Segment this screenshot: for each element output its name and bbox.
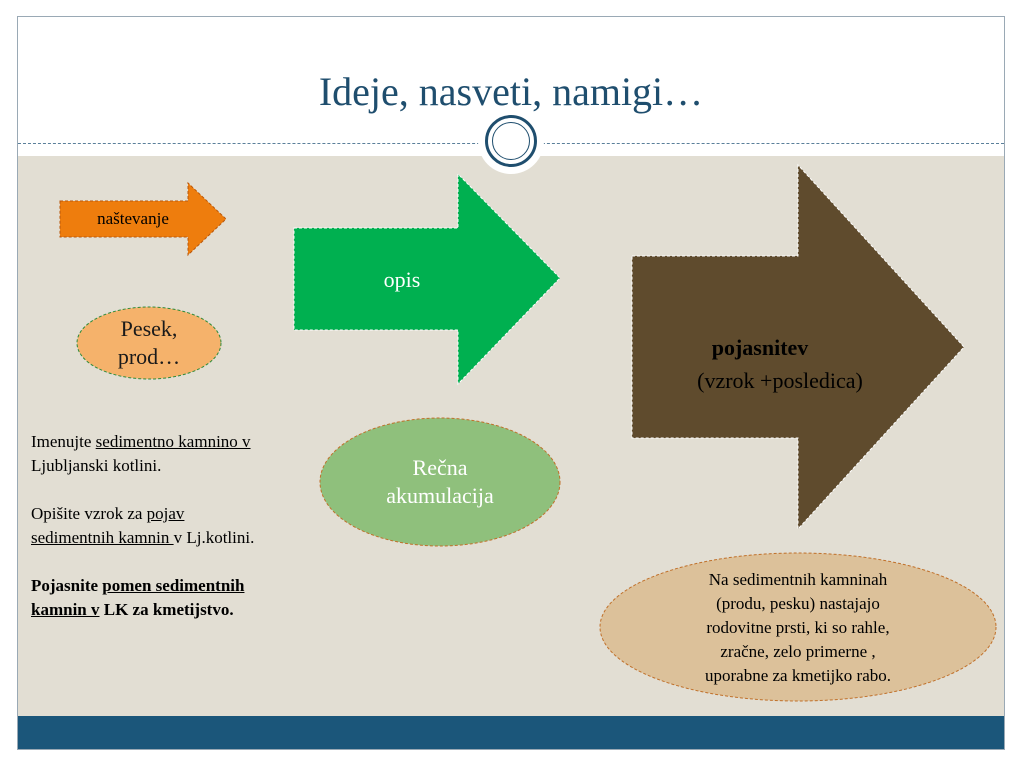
recna-ellipse: Rečna akumulacija [318, 416, 562, 548]
pesek-label-line1: Pesek, [120, 316, 178, 341]
nastevanje-label: naštevanje [97, 209, 169, 228]
pojasnitev-arrow: pojasnitev (vzrok +posledica) [630, 163, 968, 531]
recna-label-line2: akumulacija [386, 483, 494, 508]
divider-ornament-inner-ring [492, 122, 530, 160]
opis-label: opis [383, 267, 421, 292]
pesek-label-line2: prod… [117, 344, 181, 369]
task-3-underlined: pomen sedimentnih kamnin v [31, 576, 245, 619]
slide-title: Ideje, nasveti, namigi… [318, 69, 704, 114]
pojasnitev-subtitle: (vzrok +posledica) [697, 368, 863, 393]
divider-ornament-ring-icon [485, 115, 537, 167]
answer-line-5: uporabne za kmetijko rabo. [705, 666, 891, 685]
answer-ellipse-shape [599, 552, 997, 702]
task-1-lead: Imenujte [31, 432, 96, 451]
task-1: Imenujte sedimentno kamnino v Ljubljansk… [31, 430, 271, 478]
answer-line-3: rodovitne prsti, ki so rahle, [706, 618, 890, 637]
nastevanje-arrow: naštevanje [58, 181, 228, 257]
answer-ellipse: Na sedimentnih kamninah (produ, pesku) n… [598, 551, 998, 703]
opis-arrow: opis [292, 172, 564, 386]
answer-line-1: Na sedimentnih kamninah [708, 570, 888, 589]
task-2-lead: Opišite vzrok za [31, 504, 147, 523]
answer-line-4: zračne, zelo primerne , [720, 642, 876, 661]
task-2-tail: v Lj.kotlini. [173, 528, 255, 547]
task-3-tail: LK za kmetijstvo. [99, 600, 234, 619]
pesek-ellipse-shape [76, 306, 222, 380]
task-1-tail: Ljubljanski kotlini. [31, 456, 162, 475]
pesek-ellipse: Pesek, prod… [75, 305, 223, 381]
recna-ellipse-shape [319, 417, 561, 547]
task-2-underlined: pojav sedimentnih kamnin [31, 504, 185, 547]
pojasnitev-title: pojasnitev [711, 335, 809, 360]
task-3: Pojasnite pomen sedimentnih kamnin v LK … [31, 574, 271, 622]
footer-bar [18, 716, 1004, 749]
pojasnitev-arrow-shape [631, 163, 965, 531]
task-1-underlined: sedimentno kamnino v [95, 432, 251, 451]
tasks-text: Imenujte sedimentno kamnino v Ljubljansk… [31, 430, 271, 646]
title-area: Ideje, nasveti, namigi… [17, 16, 1005, 144]
answer-line-2: (produ, pesku) nastajajo [716, 594, 880, 613]
recna-label-line1: Rečna [412, 455, 468, 480]
opis-arrow-shape [293, 172, 561, 386]
task-2: Opišite vzrok za pojav sedimentnih kamni… [31, 502, 271, 550]
nastevanje-arrow-shape [59, 181, 227, 257]
task-3-lead: Pojasnite [31, 576, 103, 595]
